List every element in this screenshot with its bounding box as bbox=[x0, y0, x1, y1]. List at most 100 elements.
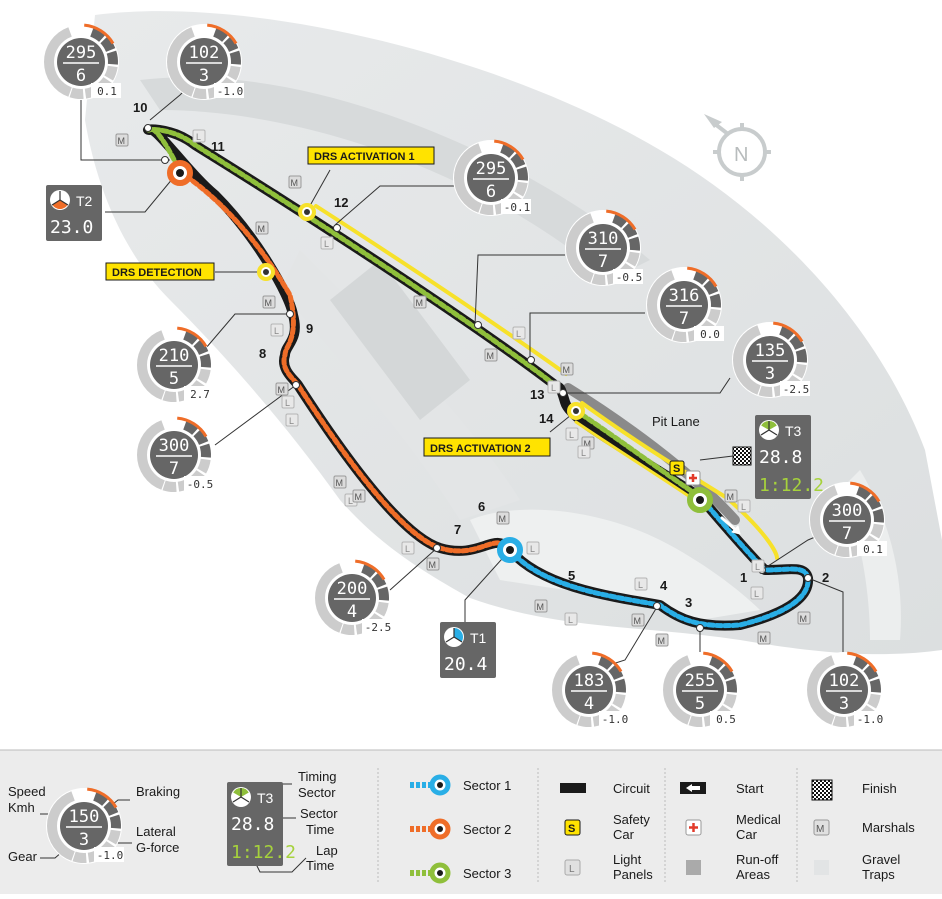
legend-light-panels-2: Panels bbox=[613, 867, 653, 882]
lap-time: 1:12.2 bbox=[759, 475, 824, 496]
marshal-post: M bbox=[534, 599, 548, 613]
legend-finish-icon bbox=[811, 779, 833, 801]
svg-text:M: M bbox=[760, 634, 768, 644]
svg-text:M: M bbox=[265, 298, 273, 308]
gauge-gear: 3 bbox=[839, 694, 849, 714]
legend-sector-time-label: Sector bbox=[300, 806, 338, 821]
light-panel: L bbox=[526, 541, 540, 555]
svg-text:L: L bbox=[755, 562, 760, 572]
track bbox=[143, 124, 813, 631]
svg-text:M: M bbox=[537, 602, 545, 612]
gauge-gear: 3 bbox=[79, 830, 89, 850]
svg-text:L: L bbox=[405, 544, 410, 554]
legend-braking-label: Braking bbox=[136, 784, 180, 799]
gauge-gear: 7 bbox=[679, 309, 689, 329]
legend-medical-car-2: Car bbox=[736, 827, 758, 842]
svg-text:N: N bbox=[734, 144, 748, 166]
marshal-post: M bbox=[797, 611, 811, 625]
timing-label: T1 bbox=[470, 630, 487, 646]
svg-text:M: M bbox=[800, 614, 808, 624]
legend-sector3: Sector 3 bbox=[463, 866, 511, 881]
turn-10: 10 bbox=[133, 100, 147, 115]
turn-13: 13 bbox=[530, 387, 544, 402]
svg-text:M: M bbox=[258, 224, 266, 234]
gauge-gear: 5 bbox=[169, 369, 179, 389]
svg-text:L: L bbox=[581, 448, 586, 458]
turn-numbers: 1 2 3 4 5 6 7 8 9 10 11 12 13 14 bbox=[133, 100, 829, 610]
legend-sector2: Sector 2 bbox=[463, 822, 511, 837]
gauge-gear: 4 bbox=[584, 694, 594, 714]
gauge-gforce: 0.1 bbox=[863, 543, 883, 556]
light-panel: L bbox=[547, 380, 561, 394]
gauge-speed: 300 bbox=[832, 501, 863, 521]
drs-detection-label: DRS DETECTION bbox=[112, 267, 202, 279]
svg-text:L: L bbox=[568, 615, 573, 625]
svg-text:M: M bbox=[487, 351, 495, 361]
gauge-speed: 102 bbox=[189, 43, 220, 63]
marshal-post: M bbox=[288, 175, 302, 189]
gauge-gforce: 0.5 bbox=[716, 713, 736, 726]
legend-gforce-label: G-force bbox=[136, 840, 179, 855]
svg-text:M: M bbox=[416, 298, 424, 308]
svg-text:L: L bbox=[569, 430, 574, 440]
gauge-speed: 102 bbox=[829, 671, 860, 691]
marshal-post: M bbox=[631, 613, 645, 627]
legend-gravel-2: Traps bbox=[862, 867, 895, 882]
legend-safety-car-2: Car bbox=[613, 827, 635, 842]
drs-labels: DRS ACTIVATION 1 DRS DETECTION DRS ACTIV… bbox=[105, 146, 551, 457]
legend-gravel-swatch bbox=[814, 860, 829, 875]
light-panel: L bbox=[401, 541, 415, 555]
gauge-gear: 4 bbox=[347, 602, 357, 622]
sector-time: 28.8 bbox=[759, 447, 802, 468]
svg-text:L: L bbox=[274, 326, 279, 336]
finish-flag-icon bbox=[732, 446, 752, 466]
light-panel: L bbox=[737, 499, 751, 513]
legend-light-panels: Light bbox=[613, 852, 642, 867]
drs-activation1-label: DRS ACTIVATION 1 bbox=[314, 151, 415, 163]
turn-11: 11 bbox=[211, 139, 225, 154]
pit-lane-label: Pit Lane bbox=[652, 414, 700, 429]
gauge-gforce: 0.0 bbox=[700, 328, 720, 341]
turn-2: 2 bbox=[822, 570, 829, 585]
marshal-post: M bbox=[352, 489, 366, 503]
turn-5: 5 bbox=[568, 568, 575, 583]
gauge-gear: 6 bbox=[76, 66, 86, 86]
gauge-speed: 255 bbox=[685, 671, 716, 691]
legend-medical-car: Medical bbox=[736, 812, 781, 827]
svg-text:L: L bbox=[551, 383, 556, 393]
light-panel: L bbox=[512, 326, 526, 340]
svg-text:L: L bbox=[741, 502, 746, 512]
timing-label: T3 bbox=[257, 790, 274, 806]
light-panel: L bbox=[577, 445, 591, 459]
svg-text:M: M bbox=[499, 514, 507, 524]
marshal-post: M bbox=[115, 133, 129, 147]
gauge-gear: 3 bbox=[765, 364, 775, 384]
gauge-speed: 316 bbox=[669, 286, 700, 306]
svg-text:M: M bbox=[584, 439, 592, 449]
marshal-post: M bbox=[262, 295, 276, 309]
marshal-post: M bbox=[333, 475, 347, 489]
svg-text:M: M bbox=[429, 560, 437, 570]
legend-lateral-label: Lateral bbox=[136, 824, 176, 839]
sector-markers bbox=[144, 124, 812, 632]
turn-8: 8 bbox=[259, 346, 266, 361]
svg-text:L: L bbox=[324, 239, 329, 249]
light-panel: L bbox=[281, 395, 295, 409]
gauge-gforce: -0.5 bbox=[616, 271, 643, 284]
svg-text:M: M bbox=[634, 616, 642, 626]
light-panel: L bbox=[751, 559, 765, 573]
svg-text:M: M bbox=[336, 478, 344, 488]
gauge-gear: 5 bbox=[695, 694, 705, 714]
